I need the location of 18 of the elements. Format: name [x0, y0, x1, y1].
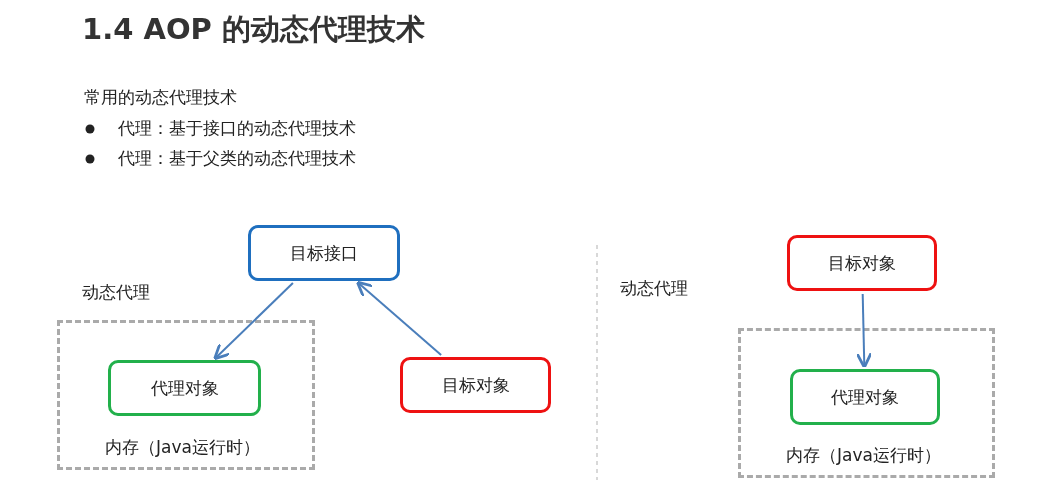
text-label: 常用的动态代理技术	[84, 86, 237, 109]
text-label: 动态代理	[82, 281, 150, 304]
object-box: 目标接口	[248, 225, 400, 281]
object-box: 目标对象	[787, 235, 937, 291]
text-label: 动态代理	[620, 277, 688, 300]
text-label: 代理：基于接口的动态代理技术	[118, 117, 356, 140]
dashed-memory-region	[738, 328, 995, 478]
dashed-memory-region	[57, 320, 315, 470]
region-label: 内存（Java运行时）	[786, 444, 941, 467]
arrow	[855, 293, 873, 369]
object-box: 代理对象	[108, 360, 261, 416]
object-box: 目标对象	[400, 357, 551, 413]
object-box: 代理对象	[790, 369, 940, 425]
arrow	[213, 282, 294, 361]
region-label: 内存（Java运行时）	[105, 436, 260, 459]
title: 1.4 AOP 的动态代理技术	[82, 11, 425, 48]
arrow	[355, 280, 443, 357]
text-label: 代理：基于父类的动态代理技术	[118, 147, 356, 170]
